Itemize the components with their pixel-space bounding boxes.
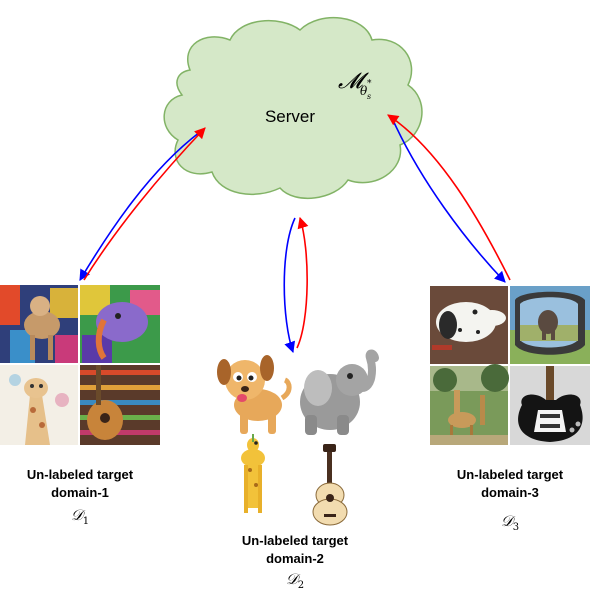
giraffe-painting-image bbox=[0, 365, 78, 445]
server-label: Server bbox=[265, 107, 315, 126]
domain1-symbol-letter: 𝒟 bbox=[70, 506, 83, 524]
domain2-caption-line2: domain-2 bbox=[266, 551, 324, 566]
domain1-symbol-index: 1 bbox=[82, 516, 90, 527]
domain1-caption: Un-labeled target domain-1 𝒟1 bbox=[0, 466, 160, 531]
arrow-domain3-to-server bbox=[387, 114, 511, 281]
domain3-symbol-letter: 𝒟 bbox=[500, 512, 513, 530]
guitar-cartoon-image bbox=[312, 444, 348, 526]
domain2-images bbox=[217, 349, 379, 526]
arrow-domain2-to-server bbox=[296, 216, 309, 349]
domain2-symbol: 𝒟2 bbox=[215, 570, 375, 595]
guitar-painting-image bbox=[80, 365, 160, 445]
dog-painting-image bbox=[0, 285, 78, 363]
domain3-symbol-index: 3 bbox=[512, 522, 520, 533]
model-symbol-sub-sub: s bbox=[367, 92, 371, 101]
model-symbol-subscript: θ bbox=[360, 84, 368, 98]
domain2-caption: Un-labeled target domain-2 𝒟2 bbox=[215, 532, 375, 595]
elephant-painting-image bbox=[80, 285, 160, 363]
giraffe-cartoon-image bbox=[241, 434, 265, 513]
giraffe-photo-image bbox=[430, 364, 509, 445]
domain3-caption: Un-labeled target domain-3 𝒟3 bbox=[430, 466, 590, 537]
elephant-cartoon-image bbox=[300, 349, 379, 435]
dog-photo-image bbox=[430, 286, 508, 364]
domain1-caption-line2: domain-1 bbox=[51, 485, 109, 500]
domain3-images bbox=[430, 286, 590, 445]
guitar-photo-image bbox=[510, 366, 590, 445]
model-symbol-superscript: * bbox=[367, 79, 372, 89]
domain1-images bbox=[0, 285, 160, 445]
arrow-server-to-domain1 bbox=[79, 131, 201, 281]
arrow-server-to-domain2 bbox=[283, 217, 296, 354]
domain2-symbol-index: 2 bbox=[297, 580, 305, 591]
domain3-caption-line2: domain-3 bbox=[481, 485, 539, 500]
elephant-photo-image bbox=[510, 286, 590, 364]
dog-cartoon-image bbox=[217, 355, 292, 434]
arrow-domain1-to-server bbox=[83, 127, 206, 281]
domain2-caption-line1: Un-labeled target bbox=[241, 533, 349, 548]
domain3-caption-line1: Un-labeled target bbox=[456, 467, 564, 482]
domain2-symbol-letter: 𝒟 bbox=[285, 570, 298, 588]
domain3-symbol: 𝒟3 bbox=[430, 512, 590, 537]
domain1-caption-line1: Un-labeled target bbox=[26, 467, 134, 482]
server-cloud bbox=[163, 16, 423, 200]
domain1-symbol: 𝒟1 bbox=[0, 506, 160, 531]
arrow-server-to-domain3 bbox=[391, 117, 506, 283]
